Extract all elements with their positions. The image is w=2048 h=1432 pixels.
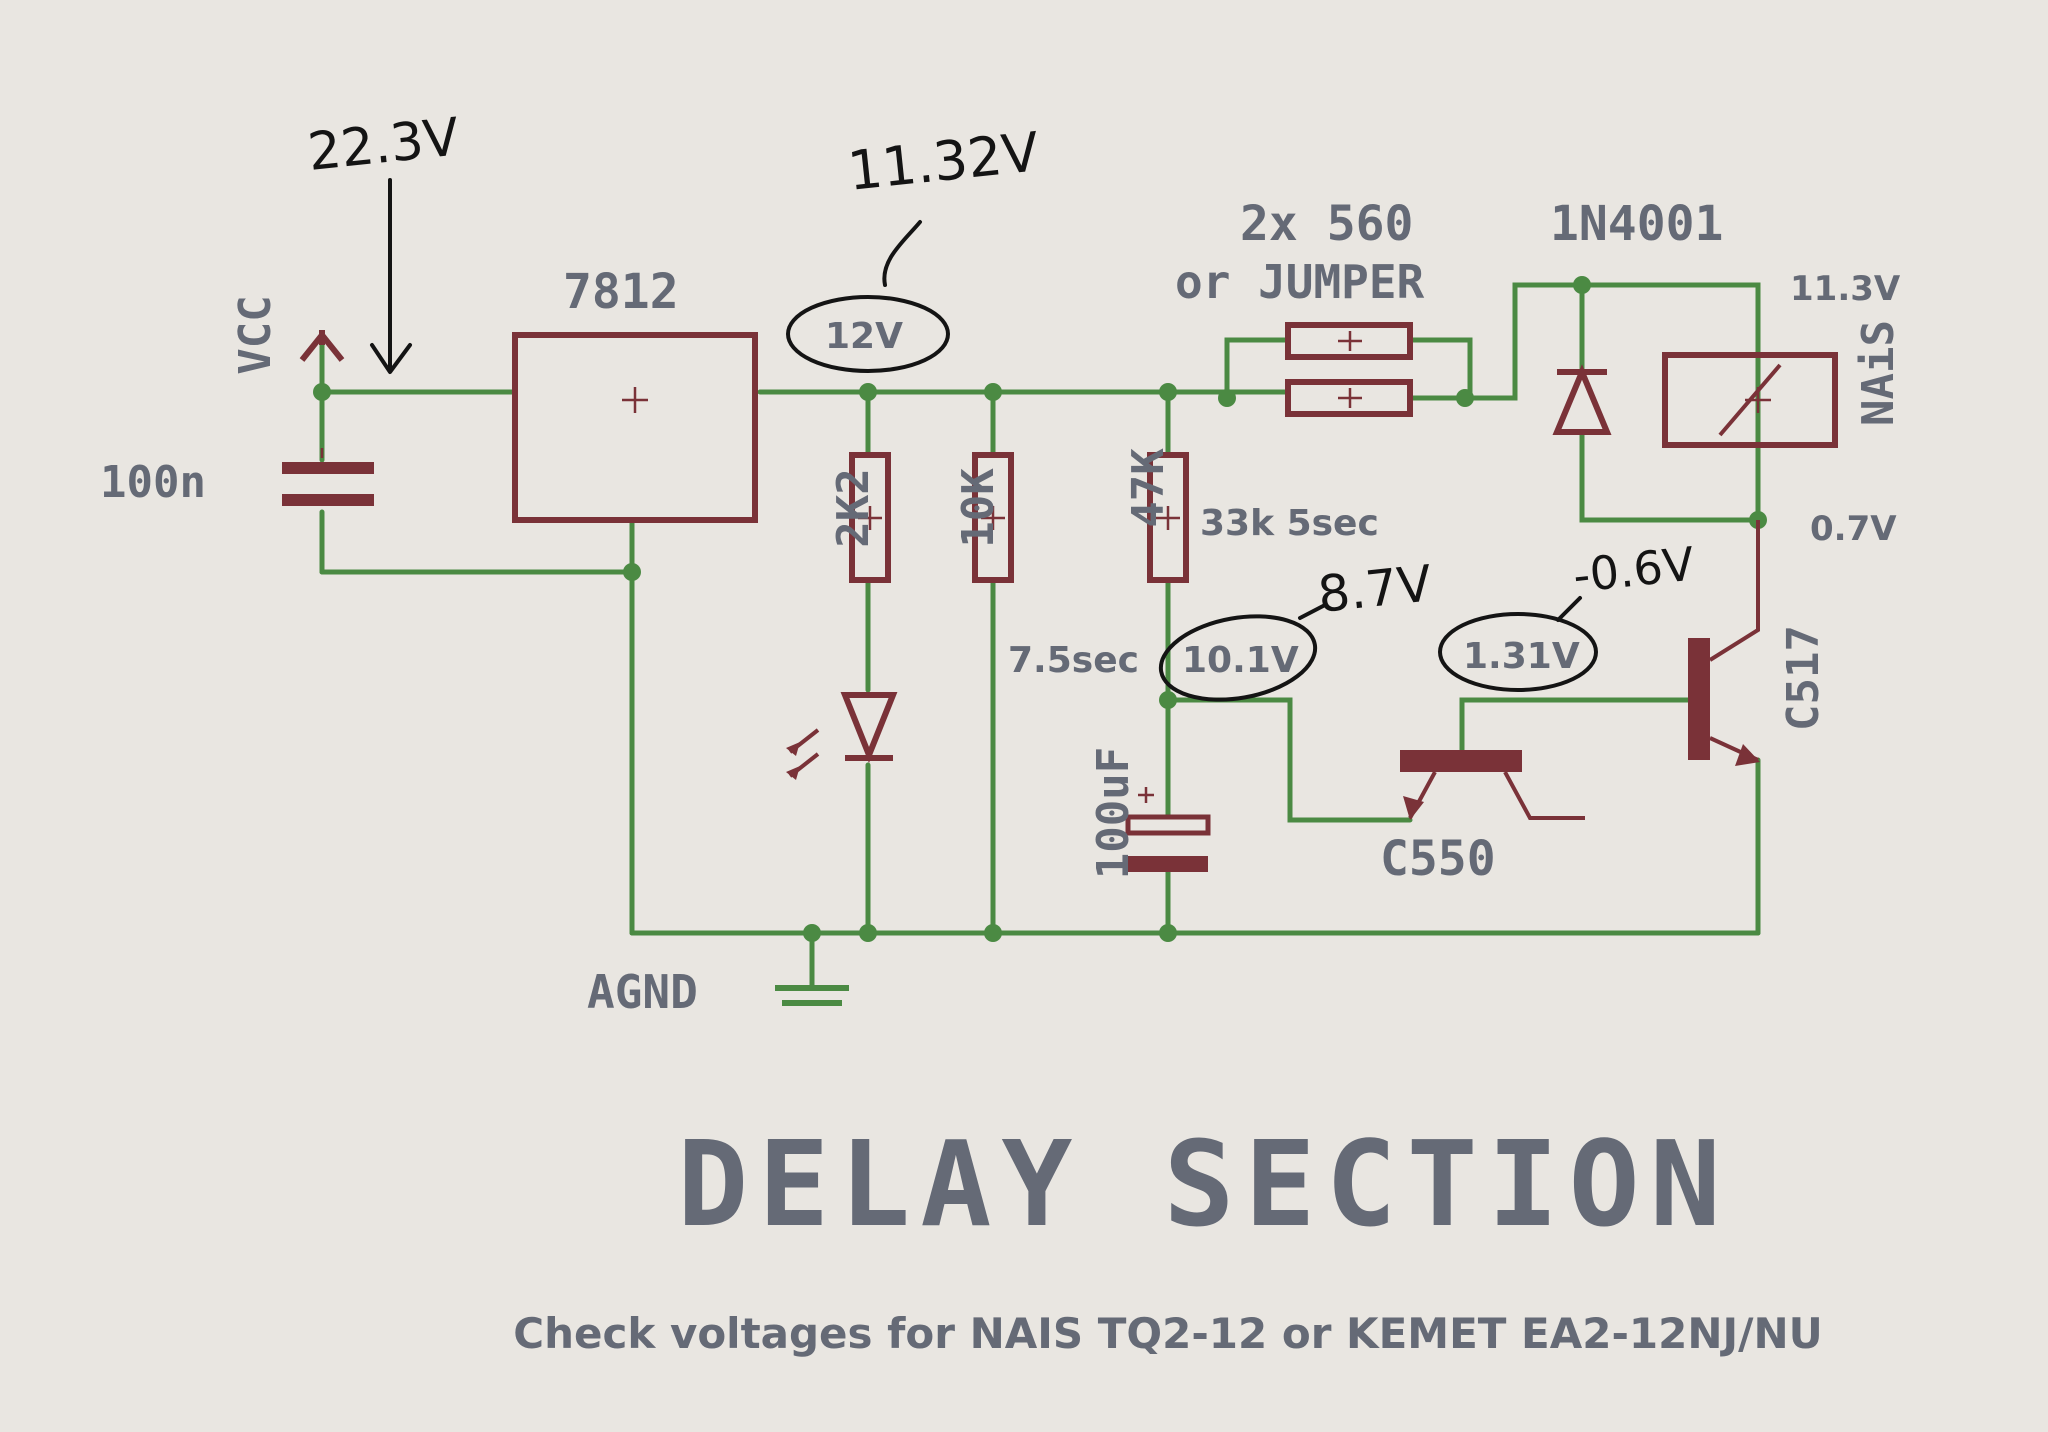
diode-1n4001 xyxy=(1552,364,1612,435)
ground-icon xyxy=(775,985,849,1006)
junction-dot xyxy=(859,924,877,942)
vcc-label: VCC xyxy=(230,295,281,374)
cap-100uf-label: 100uF xyxy=(1088,747,1139,879)
junction-dot xyxy=(623,563,641,581)
capacitor-100uf xyxy=(1125,787,1211,872)
agnd-label: AGND xyxy=(587,965,698,1019)
jumper-label: or JUMPER xyxy=(1175,255,1425,309)
transistor-c550 xyxy=(1400,750,1585,820)
reg-out-voltage-label: 12V xyxy=(825,316,903,357)
resistor-10k xyxy=(972,452,1014,583)
reading-circle xyxy=(1438,612,1598,692)
regulator-label: 7812 xyxy=(563,264,679,320)
junction-dot xyxy=(1573,276,1591,294)
led-icon xyxy=(786,692,898,780)
diagram-title: DELAY SECTION xyxy=(677,1115,1731,1253)
junction-dot xyxy=(984,924,1002,942)
junctions xyxy=(313,276,1767,942)
junction-dot xyxy=(984,383,1002,401)
node-base-voltage-label: 1.31V xyxy=(1463,636,1580,677)
c517-label: C517 xyxy=(1778,625,1829,731)
resistors-label: 2x 560 xyxy=(1240,196,1413,252)
resistor-47k xyxy=(1147,452,1189,583)
leader-line xyxy=(1556,596,1582,622)
regulator-7812 xyxy=(512,332,758,523)
down-arrow-icon xyxy=(370,178,412,374)
delay-time-label: 7.5sec xyxy=(1008,640,1139,681)
wires xyxy=(319,282,1761,988)
cap-100n-label: 100n xyxy=(100,457,206,508)
alt-resistor-label: 33k 5sec xyxy=(1200,503,1379,544)
vcc-arrow-icon xyxy=(299,330,345,362)
relay-coil xyxy=(1662,352,1838,448)
junction-dot xyxy=(859,383,877,401)
c550-label: C550 xyxy=(1380,831,1496,887)
diagram-note: Check voltages for NAIS TQ2-12 or KEMET … xyxy=(513,1309,1822,1358)
cap-node-measured-note: 8.7V xyxy=(1315,554,1434,624)
handwritten-annotations xyxy=(370,178,1598,702)
res-47k-label: 47K xyxy=(1123,448,1174,528)
diode-label: 1N4001 xyxy=(1550,196,1723,252)
reg-out-measured-note: 11.32V xyxy=(845,120,1042,203)
vcc-measured-note: 22.3V xyxy=(305,107,462,183)
junction-dot xyxy=(803,924,821,942)
junction-dot xyxy=(1159,924,1177,942)
reading-circle xyxy=(786,295,950,373)
transistor-c517 xyxy=(1688,520,1760,766)
relay-label: NAiS xyxy=(1853,320,1904,426)
collector-voltage-label: 0.7V xyxy=(1810,509,1897,549)
capacitor-100n xyxy=(282,448,374,506)
junction-dot xyxy=(1218,389,1236,407)
pointer-stroke xyxy=(882,220,922,287)
relay-voltage-label: 11.3V xyxy=(1790,269,1901,309)
reading-circle xyxy=(1158,614,1318,702)
junction-dot xyxy=(1159,691,1177,709)
junction-dot xyxy=(313,383,331,401)
junction-dot xyxy=(1456,389,1474,407)
res-2k2-label: 2K2 xyxy=(828,468,879,547)
base-node-measured-note: -0.6V xyxy=(1571,537,1698,603)
resistor-2k2 xyxy=(849,452,891,583)
res-10k-label: 10K xyxy=(953,468,1004,548)
resistor-pair-560 xyxy=(1285,322,1413,417)
leader-line xyxy=(1298,603,1327,620)
junction-dot xyxy=(1159,383,1177,401)
node-cap-voltage-label: 10.1V xyxy=(1182,640,1299,681)
